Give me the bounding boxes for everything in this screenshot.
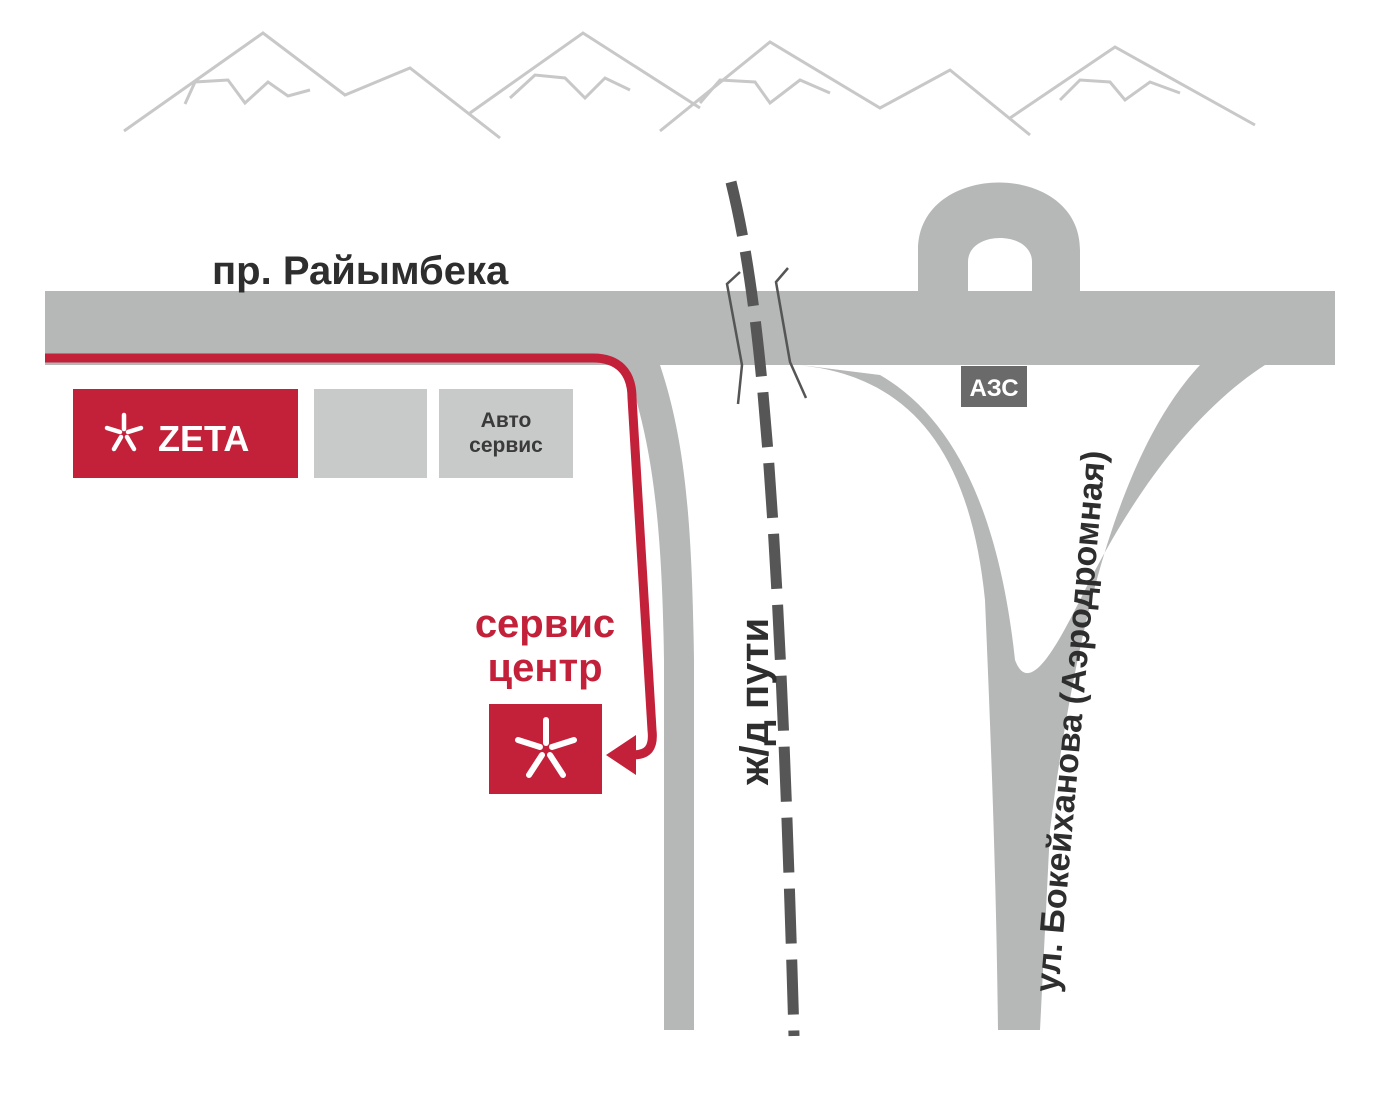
arrow-head-icon: [606, 735, 636, 775]
asterisk-star-icon: [104, 412, 144, 452]
auto-service-label-line2: сервис: [469, 434, 543, 457]
service-center-label-line2: центр: [487, 646, 602, 690]
railway-line: [725, 180, 800, 1037]
road-rayimbek: [45, 291, 1335, 365]
auto-service-building: [439, 389, 573, 478]
zeta-store-building: [73, 389, 298, 478]
gas-station-sign: [961, 366, 1027, 407]
roads: [45, 182, 1335, 1030]
asterisk-star-icon: [515, 717, 577, 778]
route-path: [45, 353, 657, 775]
railway-bridge: [725, 267, 808, 405]
road-loop: [918, 182, 1080, 291]
main-road-label: пр. Райымбека: [212, 249, 509, 293]
service-center-label-line1: сервис: [475, 602, 615, 646]
gray-building: [314, 389, 427, 478]
brand-logo-text: ZETA: [158, 418, 249, 459]
gas-station-label: АЗС: [969, 375, 1018, 402]
auto-service-label-line1: Авто: [481, 409, 532, 432]
buildings: ZETA Авто сервис АЗС: [73, 366, 1027, 794]
road-bokeikhanov: [800, 365, 1265, 1030]
railway-label: ж/д пути: [733, 618, 777, 786]
mountains-decoration: [123, 31, 1256, 140]
road-vertical-left: [625, 365, 694, 1030]
